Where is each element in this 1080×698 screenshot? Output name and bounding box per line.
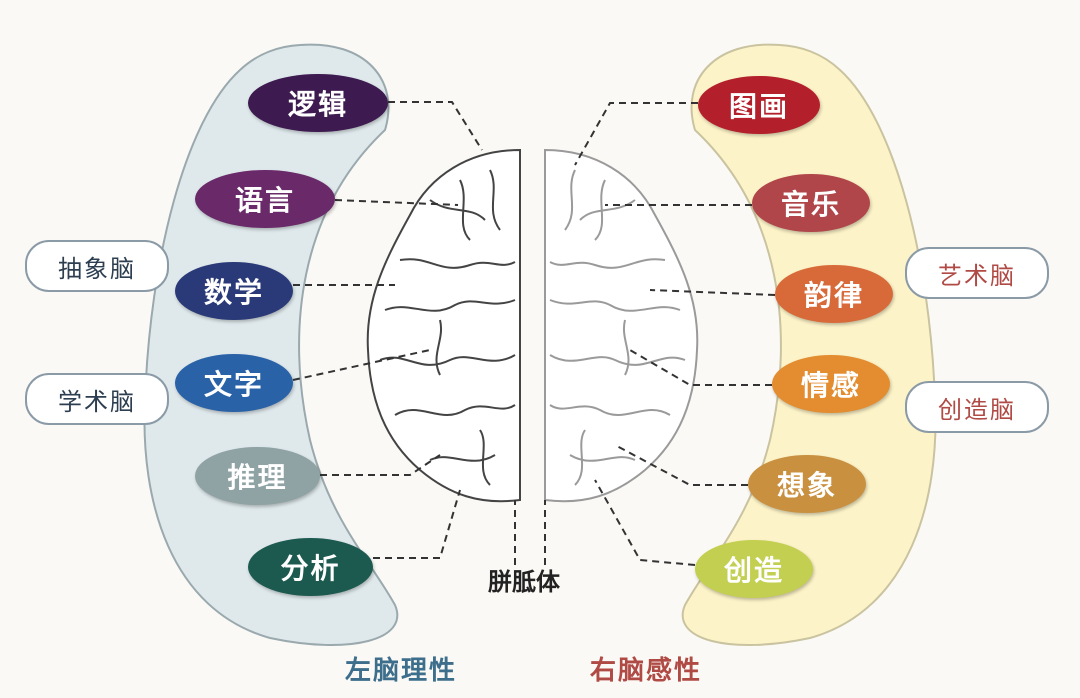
left-item-language: 语言 — [195, 170, 335, 228]
right-hemisphere — [544, 148, 699, 503]
connector-line — [373, 489, 461, 559]
connector-line — [320, 454, 441, 476]
left-hemisphere — [366, 148, 521, 503]
connector-line — [629, 349, 772, 386]
right-item-imagination: 想象 — [748, 455, 866, 513]
left-item-math: 数学 — [175, 262, 293, 320]
connector-lines — [292, 101, 776, 566]
left-item-writing: 文字 — [175, 354, 293, 412]
right-item-creation: 创造 — [695, 540, 813, 598]
connector-line — [594, 479, 696, 566]
connector-line — [649, 289, 776, 296]
right-item-music: 音乐 — [752, 174, 870, 232]
right-caption: 右脑感性 — [590, 656, 703, 686]
left-item-logic: 逻辑 — [248, 74, 388, 132]
right-panel — [681, 43, 937, 647]
right-tag-art: 艺术脑 — [905, 247, 1049, 299]
connector-line — [574, 102, 698, 166]
connector-line — [334, 199, 459, 206]
connector-line — [388, 101, 483, 151]
left-item-analysis: 分析 — [248, 538, 373, 596]
right-tag-creative: 创造脑 — [905, 381, 1049, 433]
right-item-rhythm: 韵律 — [775, 265, 893, 323]
left-tag-academic: 学术脑 — [25, 373, 169, 425]
corpus-callosum-label: 胼胝体 — [488, 568, 560, 596]
left-tag-abstract: 抽象脑 — [25, 240, 169, 292]
left-caption: 左脑理性 — [345, 656, 458, 686]
connector-line — [614, 444, 748, 486]
right-item-emotion: 情感 — [772, 355, 890, 413]
right-item-drawing: 图画 — [698, 76, 820, 134]
left-item-reasoning: 推理 — [195, 447, 320, 505]
